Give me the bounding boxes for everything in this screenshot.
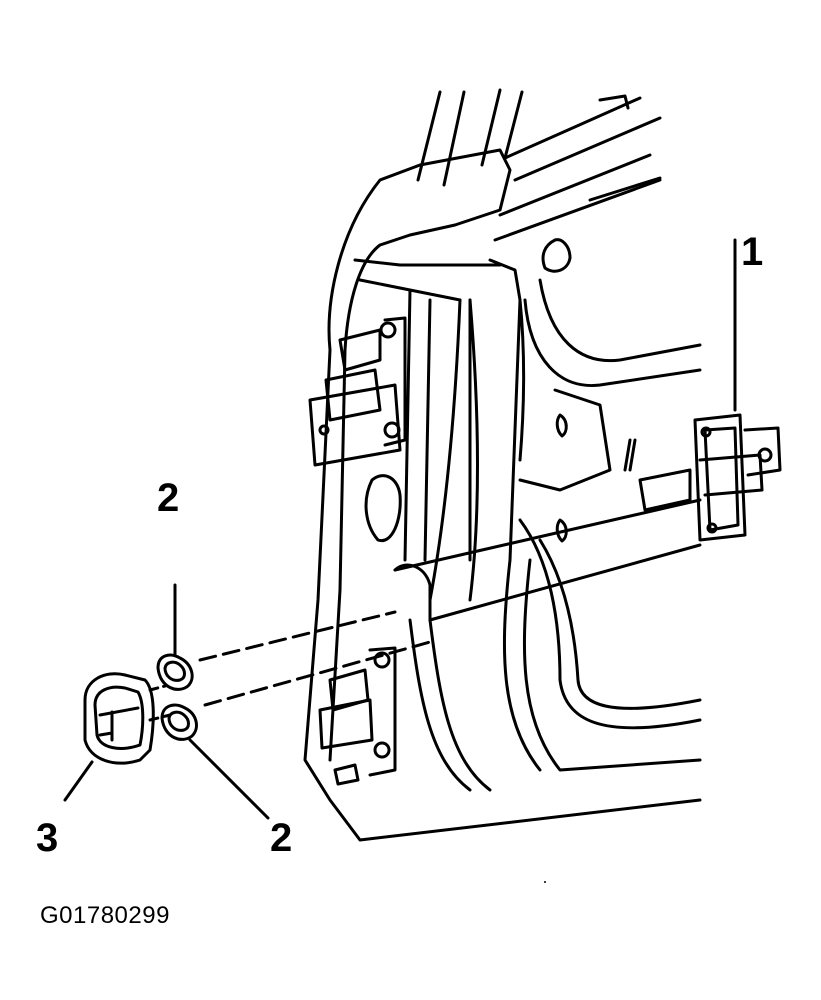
- check-link-bar: [150, 500, 700, 720]
- door-check-link-mount: [695, 240, 780, 540]
- nut-upper: [158, 585, 192, 689]
- upper-hinge: [310, 318, 405, 465]
- nut-lower: [162, 705, 268, 818]
- roof-panel-lines: [418, 90, 660, 240]
- callout-2-lower: 2: [270, 816, 293, 860]
- callout-2-upper: 2: [157, 476, 180, 520]
- lower-hinge: [320, 648, 395, 784]
- figure-id: G01780299: [40, 902, 170, 929]
- pillar-access-hole: [366, 476, 400, 541]
- door-opening-frame: [520, 240, 700, 728]
- door-pillar: [305, 150, 700, 840]
- grommet-seal: [65, 674, 153, 800]
- callout-3: 3: [36, 816, 59, 860]
- callout-1: 1: [741, 230, 764, 274]
